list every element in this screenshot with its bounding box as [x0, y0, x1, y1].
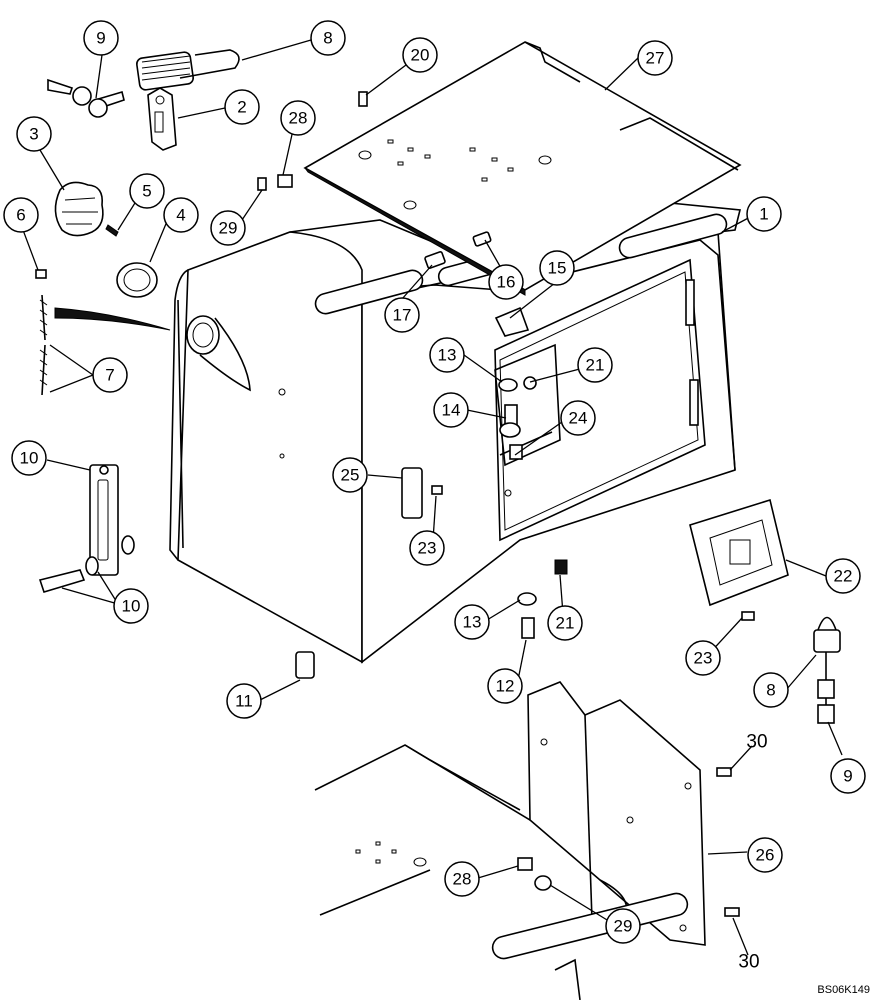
hardware-center	[498, 376, 568, 639]
callout-21-bottom: 21	[547, 605, 583, 641]
callout-13-top: 13	[429, 337, 465, 373]
callout-28-top: 28	[280, 100, 316, 136]
callout-17-label: 17	[393, 306, 412, 325]
callout-22: 22	[825, 558, 861, 594]
padlock-right	[813, 616, 841, 724]
callout-13-bottom-label: 13	[463, 613, 482, 632]
callout-21-bottom-label: 21	[556, 614, 575, 633]
callout-13-top-label: 13	[438, 346, 457, 365]
callout-16: 16	[488, 264, 524, 300]
latch-bracket-25	[401, 467, 443, 519]
tank-body	[169, 194, 742, 664]
callout-13-bottom: 13	[454, 604, 490, 640]
callout-10-left: 10	[11, 440, 47, 476]
callout-29-bottom: 29	[605, 908, 641, 944]
callout-24: 24	[560, 400, 596, 436]
callout-12-label: 12	[496, 677, 515, 696]
padlock	[136, 49, 240, 91]
callout-21-top-label: 21	[586, 356, 605, 375]
drain-plug	[295, 651, 315, 679]
chain-7	[39, 294, 171, 396]
callout-9-right: 9	[830, 758, 866, 794]
callout-30-top-label: 30	[746, 732, 767, 753]
callout-6-label: 6	[16, 206, 25, 225]
callout-14-label: 14	[442, 401, 461, 420]
latch-plate-22	[689, 498, 789, 621]
callout-17: 17	[384, 297, 420, 333]
callout-27-label: 27	[646, 49, 665, 68]
top-plate	[303, 41, 742, 296]
callout-1-label: 1	[759, 205, 768, 224]
callout-30-bottom: 30	[738, 952, 759, 973]
gasket-ring	[116, 262, 158, 298]
callout-23-right-label: 23	[694, 649, 713, 668]
callout-25: 25	[332, 457, 368, 493]
callout-22-label: 22	[834, 567, 853, 586]
callout-10-bottom: 10	[113, 588, 149, 624]
callout-14: 14	[433, 392, 469, 428]
callout-28-bottom: 28	[444, 861, 480, 897]
sight-gauge	[38, 464, 135, 593]
callout-11-label: 11	[235, 692, 253, 711]
callout-11: 11	[226, 683, 262, 719]
callout-15: 15	[539, 250, 575, 286]
callout-4: 4	[163, 197, 199, 233]
callout-3: 3	[16, 116, 52, 152]
callout-8-top: 8	[310, 20, 346, 56]
callout-28-top-label: 28	[289, 109, 308, 128]
callout-25-label: 25	[341, 466, 360, 485]
callout-9-top-label: 9	[96, 29, 105, 48]
callout-20-label: 20	[411, 46, 430, 65]
callout-23-center: 23	[409, 530, 445, 566]
callout-8-right-label: 8	[766, 681, 775, 700]
callout-8-right: 8	[753, 672, 789, 708]
callout-30-bottom-label: 30	[738, 952, 759, 973]
callout-29-top-label: 29	[219, 219, 238, 238]
drawing-code: BS06K149	[817, 984, 870, 996]
callout-26: 26	[747, 837, 783, 873]
callout-26-label: 26	[756, 846, 775, 865]
callout-23-right: 23	[685, 640, 721, 676]
callout-9-right-label: 9	[843, 767, 852, 786]
callout-6: 6	[3, 197, 39, 233]
callout-23-center-label: 23	[418, 539, 437, 558]
keys	[47, 78, 125, 118]
callout-27: 27	[637, 40, 673, 76]
callout-1: 1	[746, 196, 782, 232]
latch-part-2	[147, 87, 177, 151]
callout-7-label: 7	[105, 366, 114, 385]
callout-2-label: 2	[237, 98, 246, 117]
callout-15-label: 15	[548, 259, 567, 278]
fuel-cap	[54, 181, 104, 237]
callout-16-label: 16	[497, 273, 516, 292]
callout-24-label: 24	[569, 409, 588, 428]
callout-20: 20	[402, 37, 438, 73]
callout-2: 2	[224, 89, 260, 125]
callout-30-top: 30	[746, 732, 767, 753]
callout-8-top-label: 8	[323, 29, 332, 48]
callout-21-top: 21	[577, 347, 613, 383]
callout-7: 7	[92, 357, 128, 393]
callout-5-label: 5	[142, 182, 151, 201]
screw-5	[105, 224, 119, 237]
callout-3-label: 3	[29, 125, 38, 144]
callout-28-bottom-label: 28	[453, 870, 472, 889]
callout-10-left-label: 10	[20, 449, 39, 468]
callout-10-bottom-label: 10	[122, 597, 141, 616]
callout-5: 5	[129, 173, 165, 209]
nut-6	[35, 269, 47, 279]
callout-29-bottom-label: 29	[614, 917, 633, 936]
callout-12: 12	[487, 668, 523, 704]
callout-9-top: 9	[83, 20, 119, 56]
callout-4-label: 4	[176, 206, 185, 225]
callout-29-top: 29	[210, 210, 246, 246]
studs-20-28-29	[257, 91, 740, 917]
side-panel	[314, 681, 706, 1000]
